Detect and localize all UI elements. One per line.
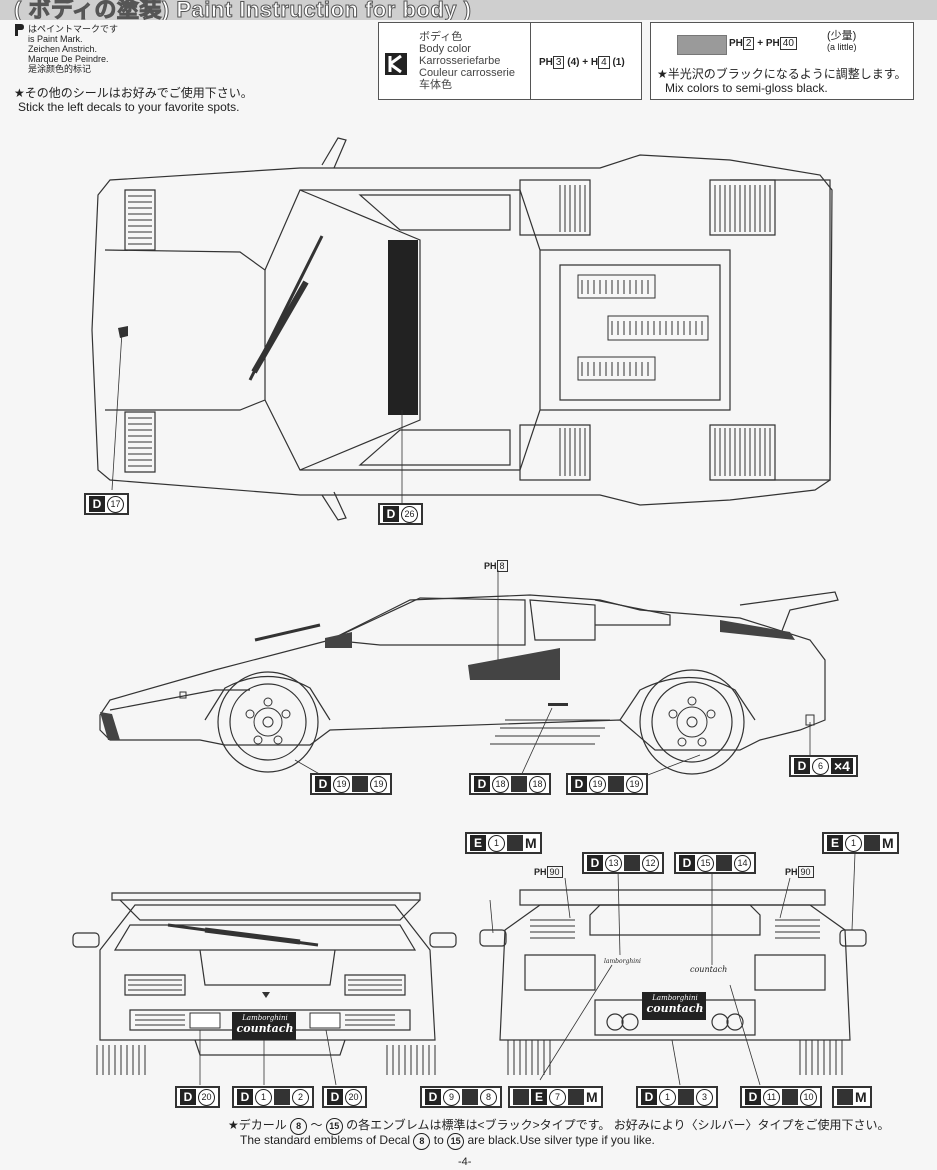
callout-d19-front: D 19 19: [310, 773, 392, 795]
arrow-flag-icon: [624, 855, 640, 871]
callout-d20-left: D 20: [175, 1086, 220, 1108]
arrow-flag-icon: [507, 835, 523, 851]
rear-license-plate: Lamborghini countach: [646, 994, 704, 1015]
page-title: ( ボディの塗装) Paint Instruction for body ): [13, 0, 472, 20]
flag-icon: [352, 776, 368, 792]
body-color-label: Body color: [419, 43, 471, 55]
decal-d-icon: D: [679, 855, 695, 871]
decal-e-icon: E: [827, 835, 843, 851]
body-color-label: Couleur carrosserie: [419, 67, 515, 79]
decal-d-icon: D: [315, 776, 331, 792]
callout-d11: D 11 10: [740, 1086, 822, 1108]
decal-d-icon: D: [237, 1089, 253, 1105]
callout-m: M: [832, 1086, 872, 1108]
arrow-flag-icon: [513, 1089, 529, 1105]
paint-mark-icon: [15, 24, 24, 36]
decal-d-icon: D: [641, 1089, 657, 1105]
black-mix-en: Mix colors to semi-gloss black.: [665, 81, 828, 95]
black-mix-jp: ★半光沢のブラックになるように調整します。: [657, 67, 907, 81]
callout-e1-left: E 1 M: [465, 832, 542, 854]
decal-d-icon: D: [794, 758, 810, 774]
decal-e-icon: E: [531, 1089, 547, 1105]
body-color-label: Karrosseriefarbe: [419, 55, 501, 67]
other-decals-jp: ★その他のシールはお好みでご使用下さい。: [14, 86, 253, 100]
body-color-divider: [530, 23, 531, 99]
callout-d26: D 26: [378, 503, 423, 525]
flag-icon: [511, 776, 527, 792]
decal-d-icon: D: [745, 1089, 761, 1105]
decal-d-icon: D: [425, 1089, 441, 1105]
decal-d-icon: D: [571, 776, 587, 792]
arrow-flag-icon: [716, 855, 732, 871]
decal-d-icon: D: [180, 1089, 196, 1105]
black-mix-little: (少量) (a little): [827, 30, 857, 53]
paint-mark-line: Marque De Peindre.: [28, 54, 109, 64]
callout-d20-right: D 20: [322, 1086, 367, 1108]
arrow-flag-icon: [678, 1089, 694, 1105]
decal-d-icon: D: [587, 855, 603, 871]
callout-d6: D 6 ×4: [789, 755, 858, 777]
footer-note-jp: ★デカール 8 〜 15 の各エンブレムは標準は<ブラック>タイプです。 お好み…: [228, 1116, 889, 1135]
page-number: -4-: [458, 1156, 472, 1168]
callout-d13: D 13 12: [582, 852, 664, 874]
arrow-flag-icon: [837, 1089, 853, 1105]
callout-d18: D 18 18: [469, 773, 551, 795]
footer-note-en: The standard emblems of Decal 8 to 15 ar…: [240, 1133, 655, 1150]
flag-icon: [608, 776, 624, 792]
other-decals-en: Stick the left decals to your favorite s…: [18, 100, 240, 114]
front-license-plate: Lamborghini countach: [236, 1014, 294, 1035]
callout-e1-right: E 1 M: [822, 832, 899, 854]
other-decals-note: ★その他のシールはお好みでご使用下さい。 Stick the left deca…: [14, 86, 344, 114]
black-mix-swatch: [677, 35, 727, 55]
decal-d-icon: D: [383, 506, 399, 522]
decal-e-icon: E: [470, 835, 486, 851]
callout-d1-front: D 1 2: [232, 1086, 314, 1108]
rear-small-model-badge: countach: [690, 965, 728, 974]
decal-d-icon: D: [327, 1089, 343, 1105]
arrow-flag-icon: [782, 1089, 798, 1105]
arrow-flag-icon: [568, 1089, 584, 1105]
body-color-label: ボディ色: [419, 31, 463, 43]
callout-d19-rear: D 19 19: [566, 773, 648, 795]
callout-d15: D 15 14: [674, 852, 756, 874]
decal-d-icon: D: [474, 776, 490, 792]
rear-small-brand-badge: lamborghini: [604, 958, 641, 965]
header-bar: ( ボディの塗装) Paint Instruction for body ): [0, 0, 937, 20]
times-four-badge: ×4: [831, 758, 853, 774]
paint-mark-line: is Paint Mark.: [28, 34, 83, 44]
arrow-flag-icon: [462, 1089, 478, 1105]
paint-mark-line: Zeichen Anstrich.: [28, 44, 98, 54]
callout-e7: E 7 M: [508, 1086, 603, 1108]
paint-mark-line: 是涂颜色的标记: [28, 64, 92, 74]
callout-d1-rear: D 1 3: [636, 1086, 718, 1108]
decal-d-icon: D: [89, 496, 105, 512]
arrow-flag-icon: [274, 1089, 290, 1105]
callout-d9: D 9 8: [420, 1086, 502, 1108]
arrow-flag-icon: [864, 835, 880, 851]
paint-mark-line: はペイントマークです: [28, 24, 119, 34]
callout-d17: D 17: [84, 493, 129, 515]
body-color-icon: [385, 53, 407, 75]
body-color-label: 车体色: [419, 79, 452, 91]
body-color-box: ボディ色 Body color Karrosseriefarbe Couleur…: [378, 22, 642, 100]
